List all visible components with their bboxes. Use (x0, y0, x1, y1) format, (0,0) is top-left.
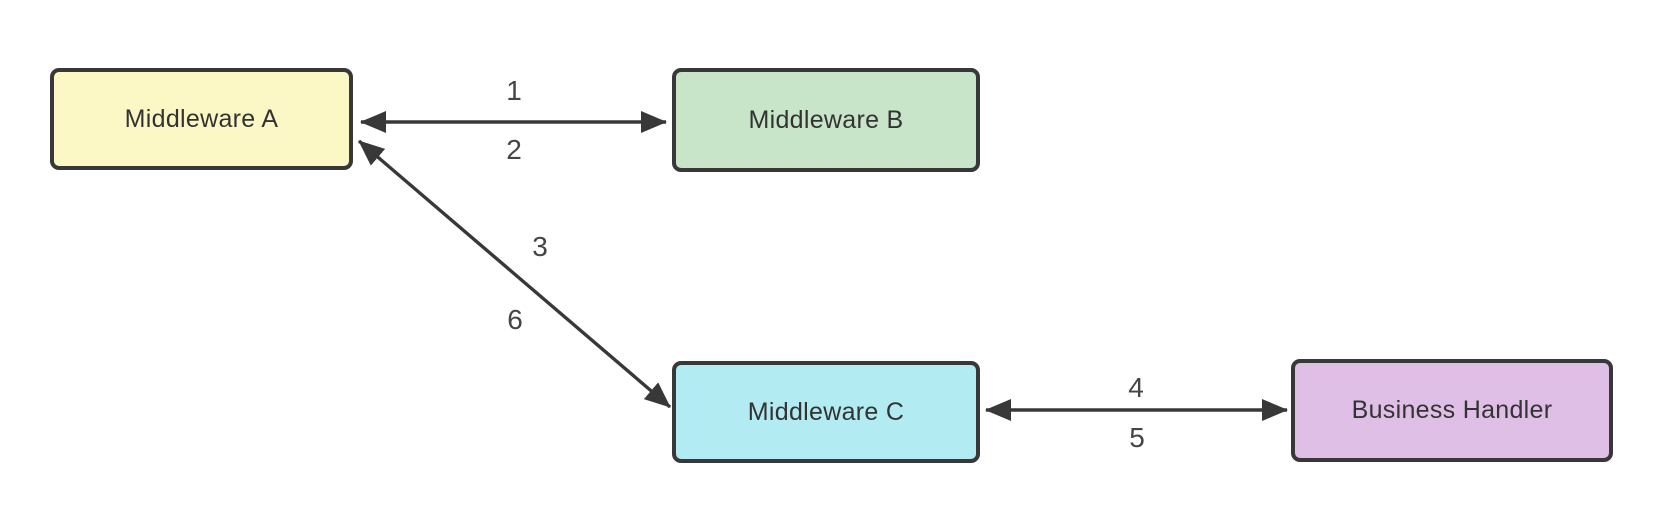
node-middleware-b-label: Middleware B (748, 105, 904, 134)
node-middleware-b: Middleware B (672, 68, 980, 172)
edge-label-step-2: 2 (506, 134, 522, 165)
node-middleware-a-label: Middleware A (124, 104, 279, 133)
node-middleware-a: Middleware A (50, 68, 353, 170)
edge-a-c (357, 139, 672, 409)
node-middleware-c: Middleware C (672, 361, 980, 463)
edge-label-step-5: 5 (1129, 422, 1145, 453)
node-middleware-c-label: Middleware C (747, 397, 905, 426)
edge-label-step-6: 6 (507, 304, 523, 335)
node-business-handler: Business Handler (1291, 359, 1613, 462)
node-business-handler-label: Business Handler (1351, 396, 1553, 424)
edge-label-step-1: 1 (506, 75, 522, 106)
edge-label-step-3: 3 (532, 231, 548, 262)
edge-label-step-4: 4 (1128, 372, 1144, 403)
